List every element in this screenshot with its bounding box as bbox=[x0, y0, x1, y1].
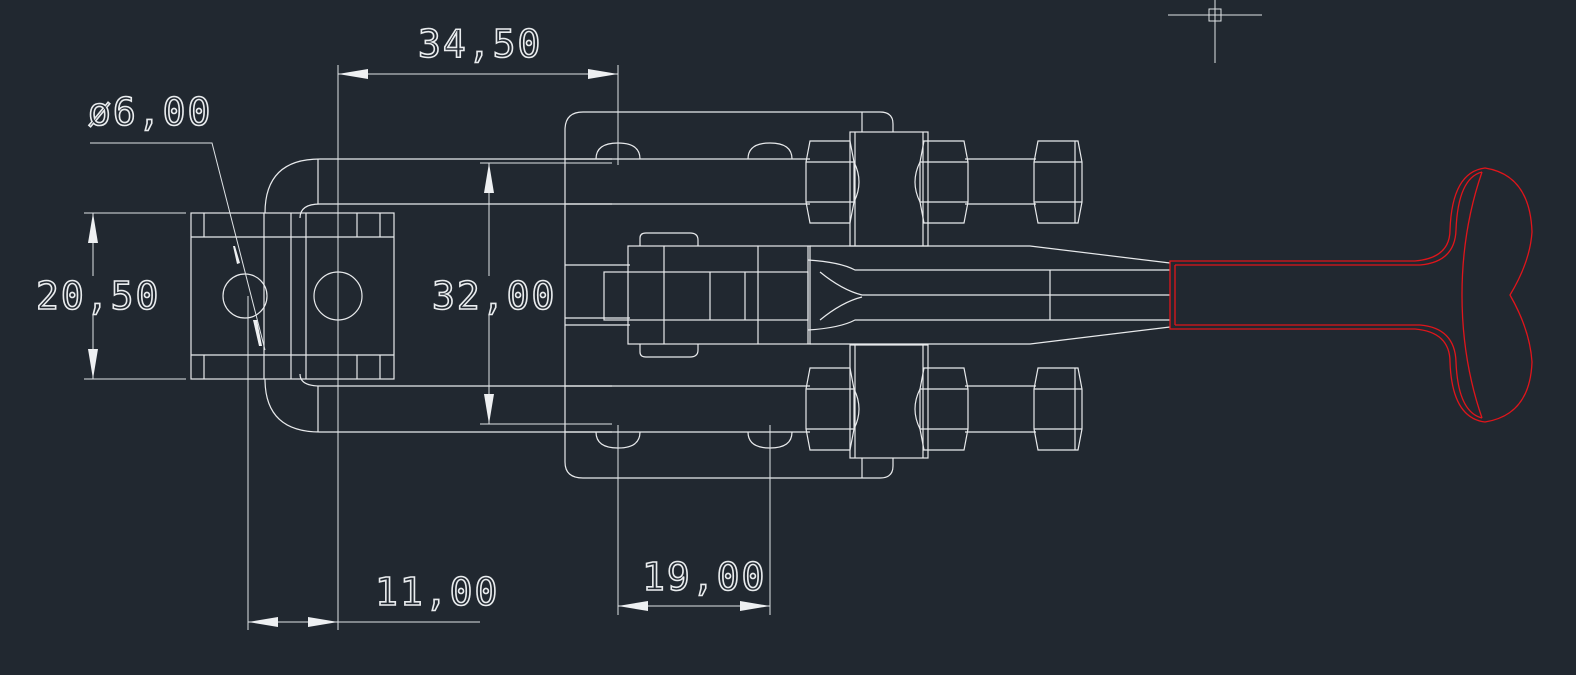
bolt-shafts bbox=[965, 158, 1036, 433]
dim-text-19-00: 19,00 bbox=[642, 555, 766, 599]
t-handle bbox=[1169, 167, 1533, 423]
dimension-diameter-6-00: ø6,00 bbox=[87, 89, 266, 351]
dimension-20-50: 20,50 bbox=[35, 212, 186, 380]
clamp-arms bbox=[264, 158, 810, 433]
dim-text-11-00: 11,00 bbox=[375, 570, 499, 614]
dim-text-diameter: ø6,00 bbox=[88, 90, 212, 134]
dimension-19-00: 19,00 bbox=[617, 425, 771, 615]
dimension-34-50: 34,50 bbox=[337, 21, 619, 630]
dim-text-32-00: 32,00 bbox=[432, 274, 556, 318]
center-linkage bbox=[565, 232, 1171, 358]
dimension-11-00: 11,00 bbox=[247, 296, 499, 630]
dimension-32-00: 32,00 bbox=[431, 162, 612, 425]
spindle-bars bbox=[849, 131, 929, 459]
dim-text-34-50: 34,50 bbox=[418, 22, 542, 66]
dim-text-20-50: 20,50 bbox=[36, 274, 160, 318]
base-plate bbox=[564, 111, 894, 479]
crosshair-cursor-icon bbox=[1168, 0, 1262, 63]
mounting-block bbox=[190, 212, 395, 380]
hex-nuts bbox=[805, 140, 1083, 451]
